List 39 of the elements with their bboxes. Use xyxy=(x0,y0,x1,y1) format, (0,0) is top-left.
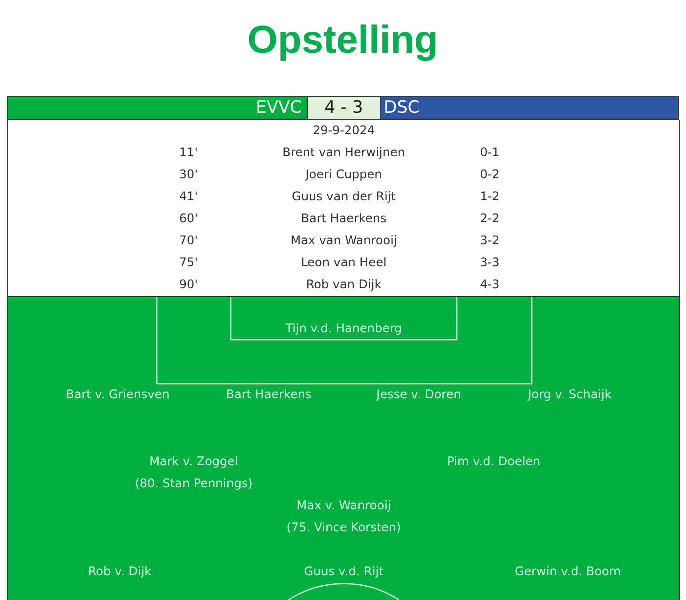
running-score: 0-1 xyxy=(480,146,500,160)
running-score: 3-2 xyxy=(480,234,500,248)
goal-scorer: Leon van Heel xyxy=(301,256,387,270)
goal-minute: 11' xyxy=(179,146,198,160)
page-title: Opstelling xyxy=(248,18,438,64)
away-team-banner: DSC xyxy=(381,96,679,120)
match-date: 29-9-2024 xyxy=(312,124,376,138)
player-name: Bart Haerkens xyxy=(226,388,312,402)
goal-minute: 60' xyxy=(179,212,198,226)
goal-scorer: Rob van Dijk xyxy=(306,278,382,292)
running-score: 1-2 xyxy=(480,190,500,204)
substitution-note: (80. Stan Pennings) xyxy=(135,476,253,492)
home-team-banner: EVVC xyxy=(7,96,307,120)
running-score: 0-2 xyxy=(480,168,500,182)
goal-minute: 75' xyxy=(179,256,198,270)
goal-minute: 30' xyxy=(179,168,198,182)
goal-scorer: Guus van der Rijt xyxy=(292,190,396,204)
player-name: Jesse v. Doren xyxy=(376,388,462,402)
goal-scorer: Max van Wanrooij xyxy=(290,234,398,248)
player-name: Max v. Wanrooij xyxy=(296,498,392,514)
player-name: Bart v. Griensven xyxy=(66,388,170,402)
score-box: 4 - 3 xyxy=(307,96,381,120)
goal-scorer: Brent van Herwijnen xyxy=(282,146,406,160)
player-name: Tijn v.d. Hanenberg xyxy=(286,322,402,336)
running-score: 4-3 xyxy=(480,278,500,292)
running-score: 3-3 xyxy=(480,256,500,270)
player-name: Gerwin v.d. Boom xyxy=(514,564,622,580)
player-name: Jorg v. Schaijk xyxy=(528,388,612,402)
player-name: Guus v.d. Rijt xyxy=(304,564,384,580)
goal-minute: 70' xyxy=(179,234,198,248)
goal-minute: 41' xyxy=(179,190,198,204)
substitution-note: (75. Vince Korsten) xyxy=(286,520,402,536)
player-name: Pim v.d. Doelen xyxy=(447,454,541,470)
goal-scorer: Bart Haerkens xyxy=(301,212,387,226)
goal-minute: 90' xyxy=(179,278,198,292)
running-score: 2-2 xyxy=(480,212,500,226)
player-name: Rob v. Dijk xyxy=(88,564,152,580)
player-name: Mark v. Zoggel xyxy=(150,454,238,470)
goal-scorer: Joeri Cuppen xyxy=(306,168,382,182)
